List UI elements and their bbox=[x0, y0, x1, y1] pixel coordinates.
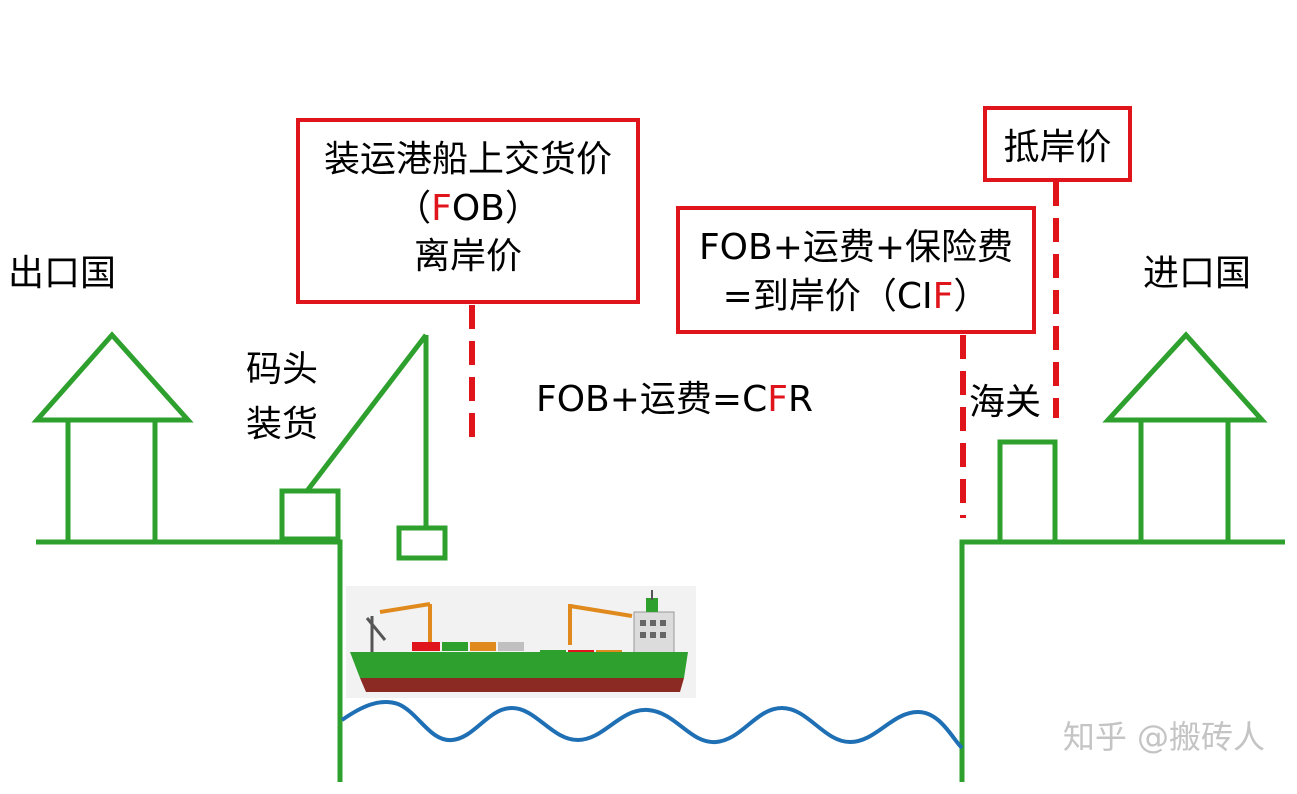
crane-icon bbox=[279, 333, 448, 561]
cif-price-box: FOB+运费+保险费 =到岸价（CIF） bbox=[676, 206, 1036, 334]
import-country-label: 进口国 bbox=[1143, 253, 1252, 294]
cfr-formula-prefix: FOB+运费=C bbox=[536, 379, 768, 420]
cfr-formula-suffix: R bbox=[787, 379, 813, 420]
watermark: 知乎 @搬砖人 bbox=[1062, 718, 1265, 756]
dashed-leaders bbox=[469, 182, 1059, 518]
export-country-label: 出口国 bbox=[8, 253, 117, 294]
cif-box-formula: FOB+运费+保险费 bbox=[698, 227, 1014, 268]
cif-box-red-letter: F bbox=[932, 275, 954, 317]
landed-price-box: 抵岸价 bbox=[983, 106, 1132, 182]
cfr-formula-red-letter: F bbox=[767, 379, 788, 420]
import-ground bbox=[959, 539, 1285, 782]
landed-price-label: 抵岸价 bbox=[1003, 127, 1112, 168]
customs-label: 海关 bbox=[969, 382, 1042, 423]
water-wave bbox=[340, 700, 964, 750]
fob-box-red-letter: F bbox=[431, 187, 452, 229]
fob-box-alias: 离岸价 bbox=[413, 236, 522, 278]
cif-box-result: =到岸价（CIF） bbox=[680, 273, 1032, 322]
wharf-label-line1: 码头 bbox=[246, 349, 319, 390]
cfr-formula: FOB+运费=CFR bbox=[536, 382, 813, 418]
fob-price-box: 装运港船上交货价 （FOB） 离岸价 bbox=[296, 118, 640, 304]
fob-box-abbrev: （FOB） bbox=[300, 185, 636, 234]
wharf-label-line2: 装货 bbox=[246, 404, 319, 445]
fob-box-abbrev-rest: OB） bbox=[451, 187, 541, 229]
cif-box-result-suffix: ） bbox=[953, 275, 990, 317]
fob-box-title: 装运港船上交货价 bbox=[323, 139, 612, 180]
export-ground bbox=[36, 539, 343, 782]
export-house-icon bbox=[31, 331, 194, 542]
cif-box-result-prefix: =到岸价（CI bbox=[722, 275, 933, 317]
cargo-ship-icon bbox=[346, 586, 696, 698]
fob-box-open-paren: （ bbox=[395, 187, 432, 229]
customs-building-icon bbox=[997, 439, 1058, 542]
import-house-icon bbox=[1102, 331, 1268, 542]
